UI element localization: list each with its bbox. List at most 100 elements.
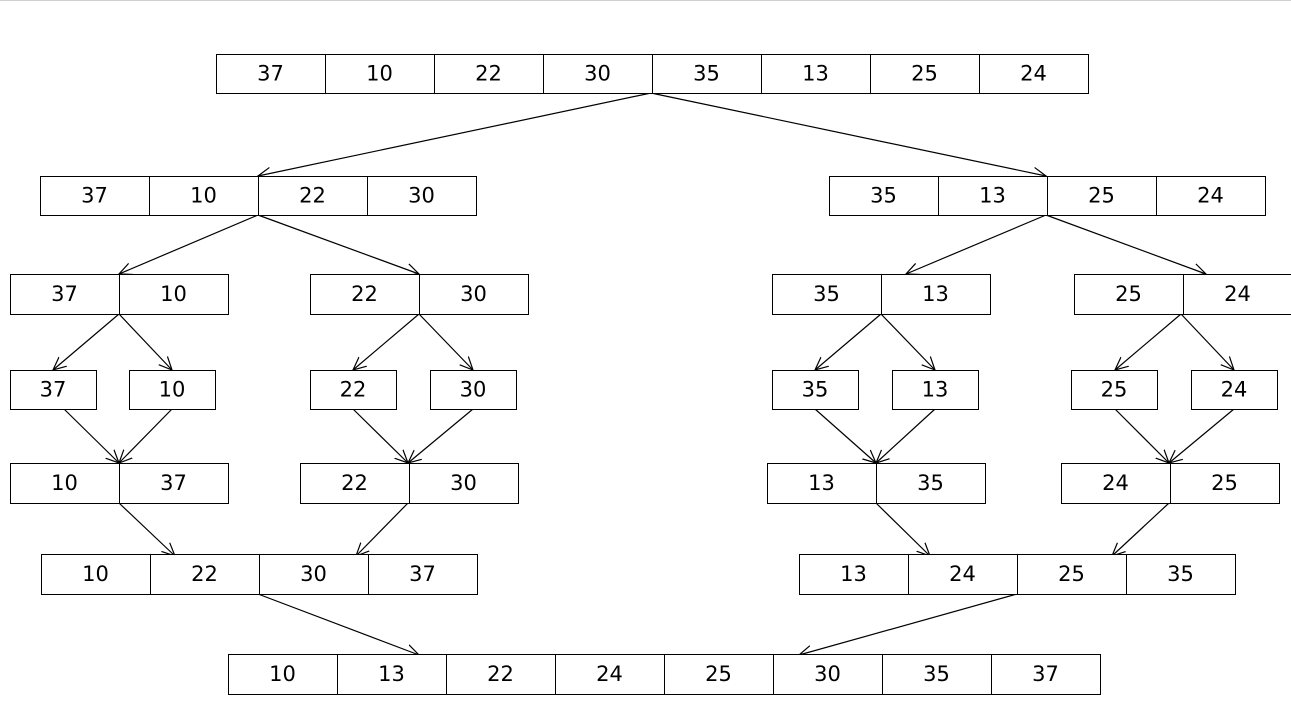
array-leaf-3: 22 (310, 370, 397, 410)
array-leaf-4: 30 (430, 370, 517, 410)
cell-value: 24 (1224, 282, 1251, 306)
array-cell (367, 176, 477, 216)
cell-value: 13 (922, 282, 949, 306)
array-cell (430, 370, 517, 410)
cell-value: 13 (802, 62, 829, 86)
array-cell (767, 463, 877, 504)
array-cell (419, 274, 529, 315)
cell-value: 25 (705, 662, 732, 686)
cell-value: 25 (1058, 562, 1085, 586)
array-cell (300, 463, 410, 504)
array-cell (908, 554, 1018, 595)
cell-value: 25 (911, 62, 938, 86)
array-cell (310, 274, 420, 315)
array-cell (773, 654, 883, 695)
array-cell (652, 54, 762, 94)
cell-value: 37 (51, 282, 78, 306)
arrow-connector (257, 593, 419, 655)
cell-value: 10 (51, 471, 78, 495)
cell-value: 35 (802, 378, 829, 402)
arrow-connector (875, 502, 930, 556)
array-cell (979, 54, 1089, 94)
arrow-connector (1115, 313, 1182, 370)
cell-value: 22 (299, 184, 326, 208)
array-cell (119, 463, 229, 504)
array-cell (876, 463, 986, 504)
arrow-connector (815, 313, 882, 370)
cell-value: 22 (341, 471, 368, 495)
arrow-connector (257, 214, 419, 274)
array-cell (41, 554, 151, 595)
cell-value: 30 (584, 62, 611, 86)
arrow-connector (906, 214, 1047, 274)
cell-value: 10 (190, 184, 217, 208)
array-cell (1170, 463, 1280, 504)
array-split-rl: 35 13 (772, 274, 991, 315)
array-cell (1191, 370, 1278, 410)
array-cell (1183, 274, 1291, 315)
cell-value: 37 (160, 471, 187, 495)
array-cell (129, 370, 216, 410)
cell-value: 22 (475, 62, 502, 86)
array-cell (259, 554, 369, 595)
array-cell (1061, 463, 1171, 504)
arrow-connector (118, 502, 175, 556)
cell-value: 30 (300, 562, 327, 586)
cell-value: 35 (923, 662, 950, 686)
cell-value: 24 (1197, 184, 1224, 208)
array-cell (258, 176, 368, 216)
array-cell (150, 554, 260, 595)
array-cell (892, 370, 979, 410)
array-leaf-7: 25 (1071, 370, 1158, 410)
cell-value: 10 (159, 378, 186, 402)
arrow-connector (880, 313, 935, 370)
cell-value: 10 (82, 562, 109, 586)
arrow-connector (118, 313, 172, 370)
cell-value: 22 (351, 282, 378, 306)
arrow-connector (1112, 502, 1170, 556)
arrow-connector (650, 92, 1046, 176)
cell-value: 37 (1032, 662, 1059, 686)
array-cell (228, 654, 338, 695)
array-cell (1071, 370, 1158, 410)
arrow-connector (258, 92, 652, 176)
array-cell (409, 463, 519, 504)
cell-value: 24 (1221, 378, 1248, 402)
arrow-connector (418, 313, 473, 370)
array-cell (149, 176, 259, 216)
cell-value: 24 (1020, 62, 1047, 86)
array-cell (10, 370, 97, 410)
cell-value: 10 (269, 662, 296, 686)
cell-value: 13 (979, 184, 1006, 208)
array-leaf-1: 37 (10, 370, 97, 410)
cell-value: 10 (366, 62, 393, 86)
cell-value: 30 (814, 662, 841, 686)
array-cell (337, 654, 447, 695)
arrow-connector (1114, 408, 1169, 463)
cell-value: 25 (1101, 378, 1128, 402)
cell-value: 35 (693, 62, 720, 86)
array-cell (772, 370, 859, 410)
arrow-connector (53, 313, 120, 370)
arrow-connector (1045, 214, 1206, 274)
array-merged-ll: 10 37 (10, 463, 229, 504)
cell-value: 24 (1102, 471, 1129, 495)
array-cell (10, 274, 120, 315)
cell-value: 35 (917, 471, 944, 495)
array-cell (664, 654, 774, 695)
cell-value: 35 (813, 282, 840, 306)
cell-value: 25 (1211, 471, 1238, 495)
cell-value: 13 (378, 662, 405, 686)
cell-value: 35 (1167, 562, 1194, 586)
cell-value: 22 (191, 562, 218, 586)
cell-value: 22 (340, 378, 367, 402)
array-cell (1126, 554, 1236, 595)
arrow-connector (353, 313, 420, 370)
array-cell (799, 554, 909, 595)
